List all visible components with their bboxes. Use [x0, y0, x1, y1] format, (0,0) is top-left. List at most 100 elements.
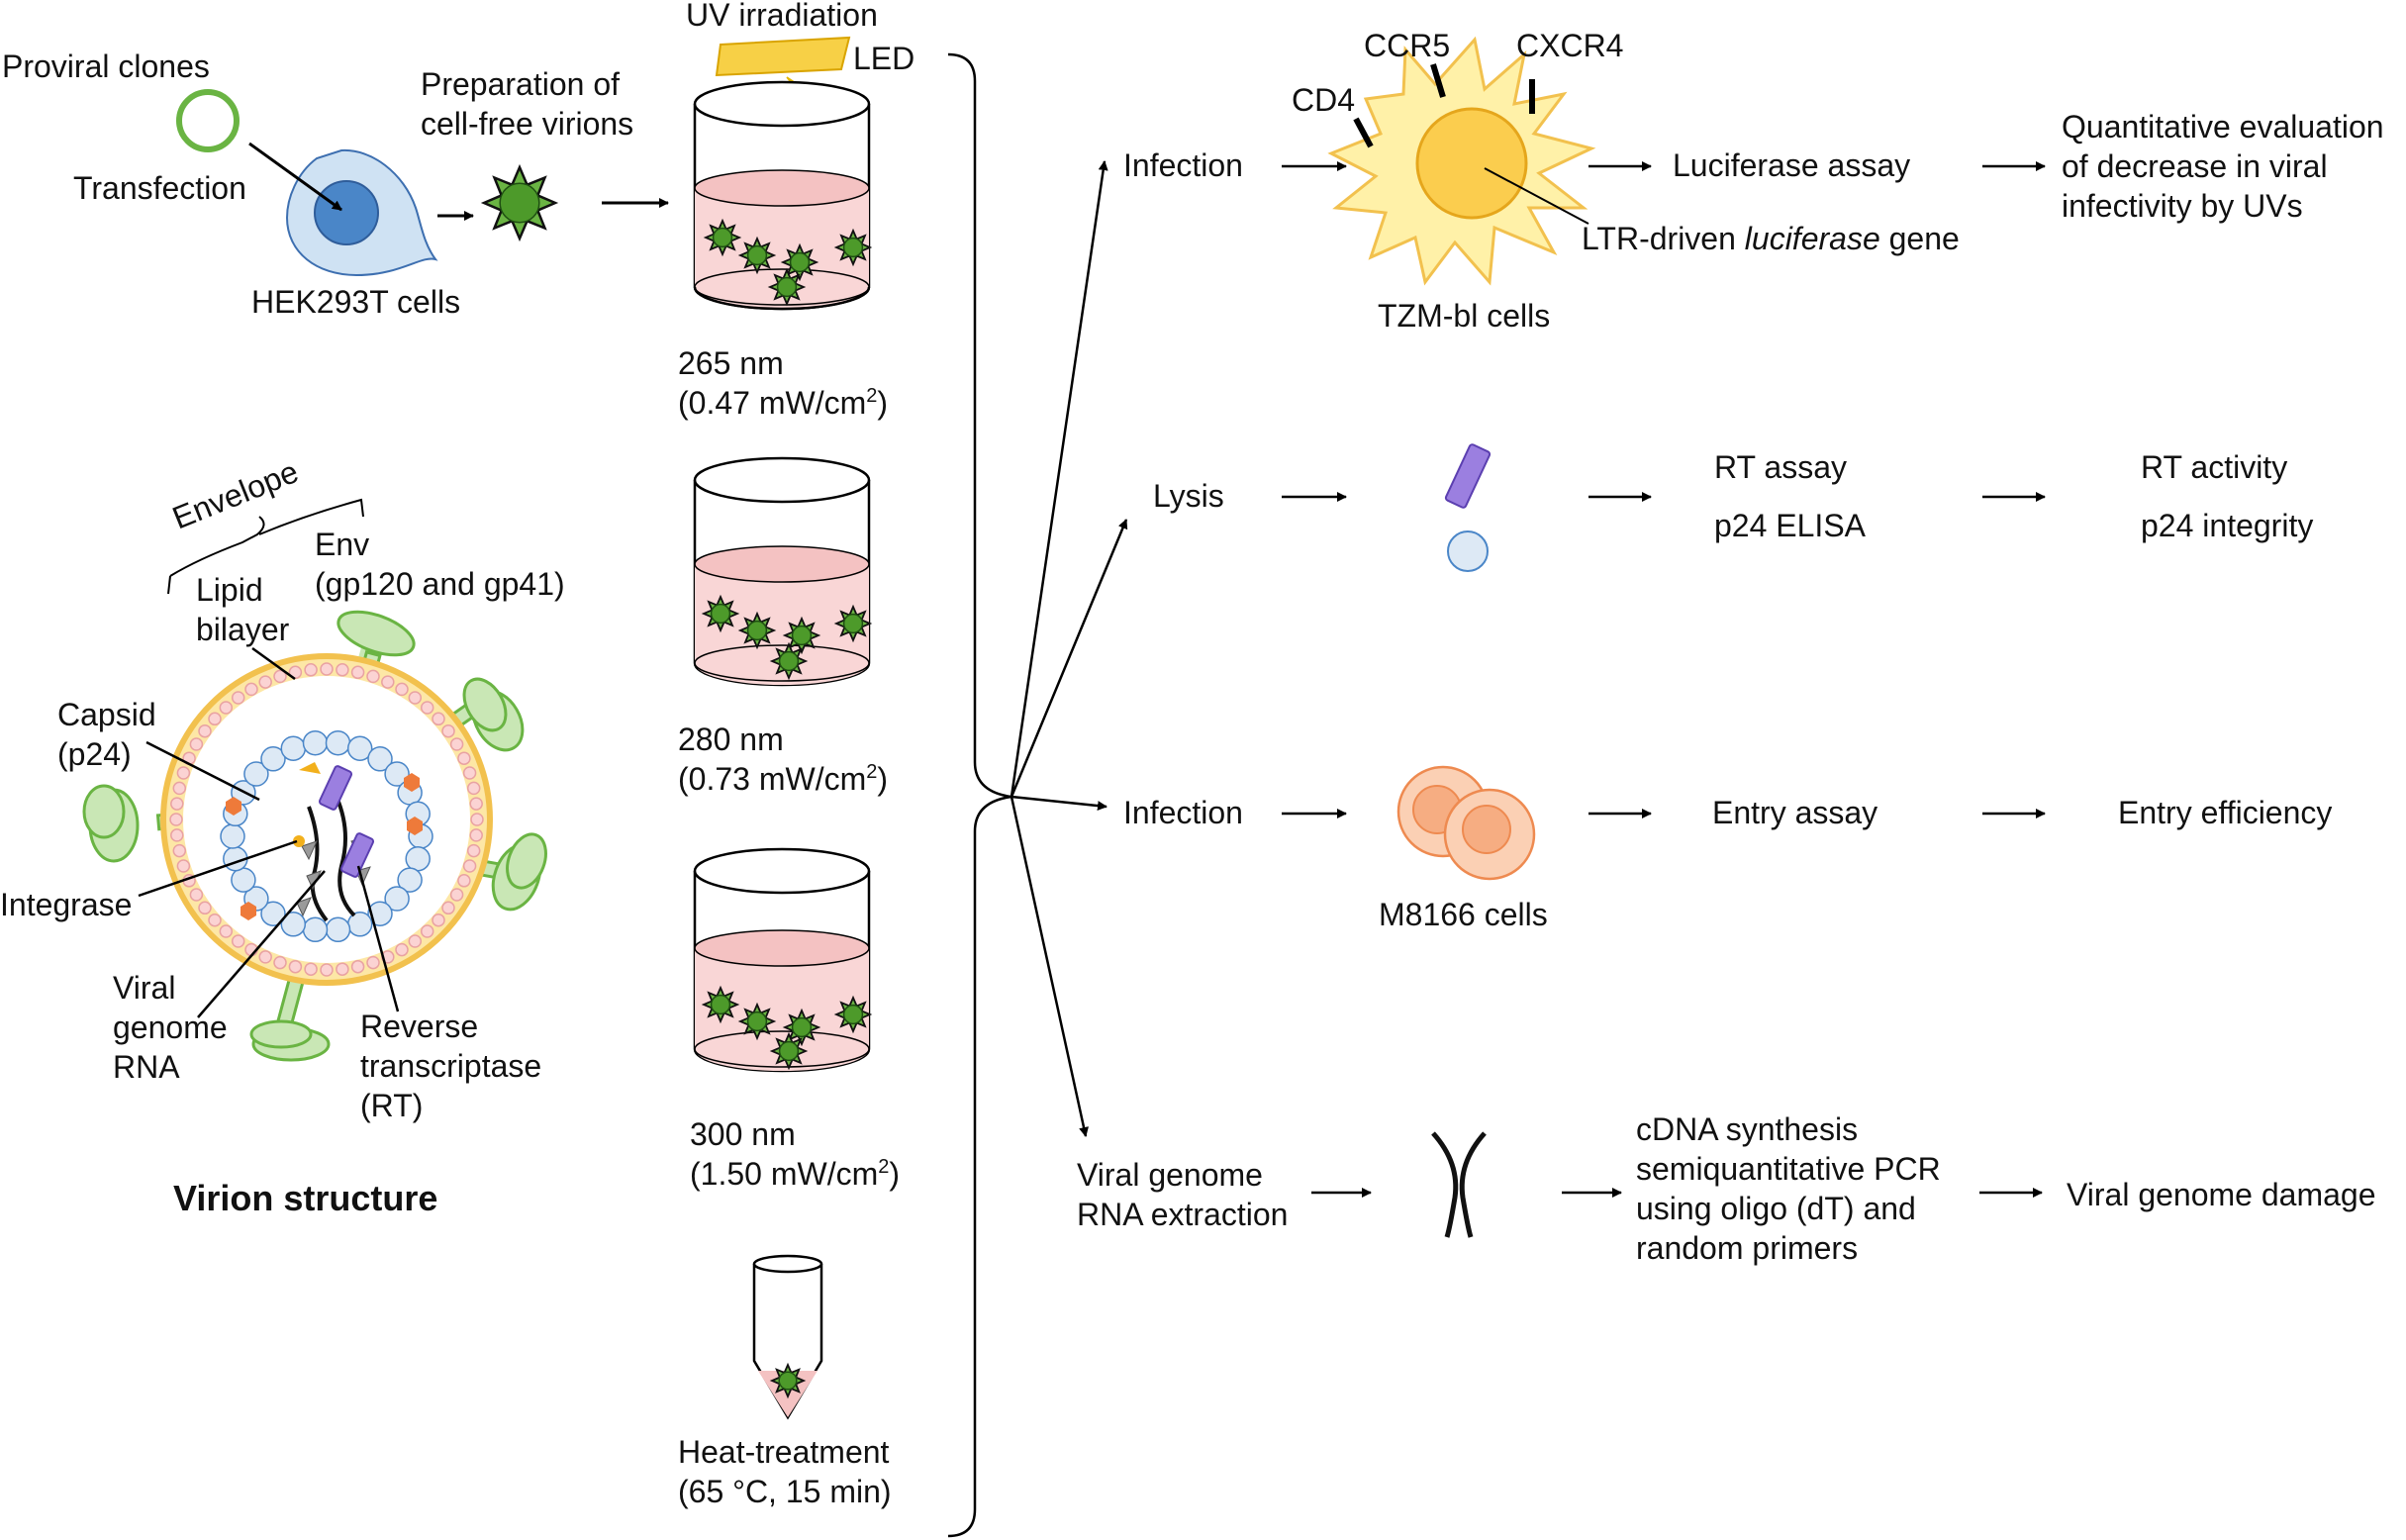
hek293t-nucleus-icon — [314, 180, 379, 245]
transfection-arrow — [248, 142, 342, 212]
virion-structure-illustration — [82, 610, 547, 1062]
ring-dot — [384, 761, 410, 787]
uv-irradiation-label: UV irradiation — [686, 0, 878, 33]
luciferase-assay-label: Luciferase assay — [1673, 147, 1910, 183]
arrow-to-infection-2 — [1011, 795, 1107, 812]
cd4-receptor — [1353, 117, 1374, 148]
ring-dot — [395, 942, 409, 957]
irradiance-300: (1.50 mW/cm2) — [690, 1156, 900, 1192]
ring-dot — [280, 735, 307, 761]
ring-dot — [260, 746, 286, 772]
env-label-2: (gp120 and gp41) — [315, 566, 565, 602]
virion-particle-icon — [833, 995, 873, 1034]
yellow-protein-icon — [299, 762, 321, 774]
ring-dot — [449, 888, 464, 902]
cd4-label: CD4 — [1292, 82, 1355, 118]
ring-dot — [457, 751, 471, 765]
wavelength-265: 265 nm — [678, 345, 784, 381]
ring-dot — [172, 843, 187, 858]
virion-particle-icon — [833, 228, 873, 267]
ring-dot — [397, 867, 423, 893]
cdna-label-1: cDNA synthesis — [1636, 1111, 1858, 1147]
ring-dot — [219, 701, 234, 715]
ring-dot — [243, 761, 269, 787]
hek293t-label: HEK293T cells — [251, 284, 460, 320]
ring-dot — [176, 859, 191, 873]
ring-dot — [462, 859, 477, 873]
ring-dot — [395, 682, 409, 697]
ring-dot — [449, 737, 464, 751]
heat-treatment-tube — [752, 1254, 823, 1420]
ring-dot — [208, 913, 222, 927]
ring-dot — [469, 797, 483, 811]
rt-protein-icon — [1444, 443, 1492, 509]
ring-dot — [176, 766, 191, 780]
ring-dot — [302, 916, 329, 943]
ring-dot — [367, 746, 393, 772]
ring-dot — [336, 962, 349, 976]
ring-dot — [381, 675, 395, 689]
ring-dot — [336, 663, 349, 677]
rt-activity-label: RT activity — [2141, 449, 2287, 485]
ring-dot — [273, 669, 287, 684]
ring-dot — [466, 781, 481, 796]
ring-dot — [231, 934, 245, 948]
ring-dot — [432, 712, 445, 726]
p24-integrity-label: p24 integrity — [2141, 508, 2313, 543]
ring-dot — [405, 845, 431, 872]
quant-eval-label-2: of decrease in viral — [2062, 148, 2328, 184]
transfection-label: Transfection — [73, 170, 246, 206]
ring-dot — [457, 874, 471, 888]
ring-dot — [288, 959, 303, 974]
ring-dot — [441, 723, 455, 738]
ring-dot — [198, 723, 212, 738]
ccr5-receptor — [1430, 63, 1446, 98]
m8166-cells-label: M8166 cells — [1379, 897, 1548, 932]
ring-dot — [350, 665, 365, 680]
p24-elisa-label: p24 ELISA — [1714, 508, 1867, 543]
ring-dot — [350, 959, 365, 974]
rt-label-3: (RT) — [360, 1088, 423, 1123]
ring-dot — [198, 901, 212, 915]
virion-particle-icon — [769, 1362, 807, 1399]
wavelength-300: 300 nm — [690, 1116, 796, 1152]
ring-dot — [231, 691, 245, 705]
ring-dot — [346, 912, 373, 937]
ring-dot — [189, 888, 204, 902]
capsid-pointer — [145, 740, 260, 802]
quant-eval-label-3: infectivity by UVs — [2062, 188, 2303, 224]
ring-dot — [366, 955, 380, 970]
cdna-label-4: random primers — [1636, 1230, 1858, 1266]
integrase-label: Integrase — [0, 887, 132, 922]
infection-1-label: Infection — [1123, 147, 1243, 183]
cxcr4-label: CXCR4 — [1516, 28, 1623, 63]
preparation-label-2: cell-free virions — [421, 106, 633, 142]
env-label-1: Env — [315, 527, 369, 562]
cdna-label-3: using oligo (dT) and — [1636, 1191, 1916, 1226]
wavelength-280: 280 nm — [678, 722, 784, 757]
envelope-label: Envelope — [167, 453, 303, 535]
rt-assay-label: RT assay — [1714, 449, 1847, 485]
ring-dot — [170, 797, 184, 811]
tzm-bl-cells-label: TZM-bl cells — [1378, 298, 1550, 334]
led-icon — [715, 36, 851, 77]
ring-dot — [441, 901, 455, 915]
ring-dot — [220, 823, 245, 849]
ring-dot — [170, 828, 184, 842]
virion-icon — [480, 163, 559, 242]
reverse-transcriptase-1-icon — [318, 765, 353, 811]
virion-particle-icon — [701, 985, 740, 1024]
ring-dot — [470, 813, 484, 826]
rt-label-1: Reverse — [360, 1009, 478, 1044]
virion-particle-icon — [782, 616, 821, 655]
rna-strands-extracted-icon — [1431, 1131, 1487, 1238]
ring-dot — [172, 781, 187, 796]
ring-dot — [408, 934, 423, 948]
tzm-bl-nucleus-icon — [1415, 107, 1528, 220]
reverse-transcriptase-2-icon — [339, 832, 375, 878]
virion-particle-icon — [767, 267, 807, 307]
virion-particle-icon — [769, 641, 809, 681]
ring-dot — [325, 916, 351, 943]
capsid-label-2: (p24) — [57, 736, 132, 772]
envelope-bracket — [167, 498, 364, 595]
